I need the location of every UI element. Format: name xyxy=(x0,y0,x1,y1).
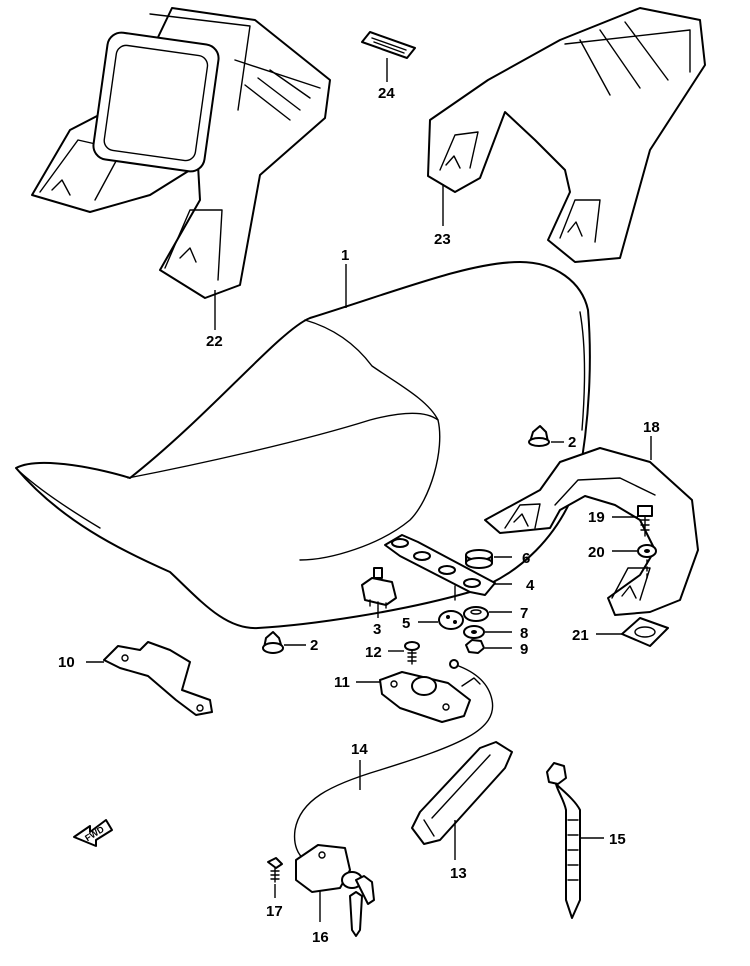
part-14-cable xyxy=(293,659,494,861)
part-2-grommet-lower xyxy=(262,631,284,654)
callout-7: 7 xyxy=(520,605,528,622)
part-21-gasket xyxy=(621,617,669,647)
fwd-arrow-icon: FWD xyxy=(73,819,113,847)
part-18-grab-rail xyxy=(484,447,699,616)
callout-11: 11 xyxy=(334,674,350,691)
part-13-holder xyxy=(411,741,513,845)
part-16-lock-keys xyxy=(295,844,375,937)
callout-20: 20 xyxy=(588,544,605,561)
part-15-cable-tie xyxy=(546,762,581,919)
callout-21: 21 xyxy=(572,627,589,644)
callout-18: 18 xyxy=(643,419,660,436)
callout-2-lower: 2 xyxy=(310,637,318,654)
callout-labels: 1 2 2 3 4 5 6 7 8 9 10 11 12 13 14 15 16… xyxy=(58,85,660,946)
part-19-bolt xyxy=(637,505,653,537)
part-23-rear-rack xyxy=(427,7,706,263)
callout-6: 6 xyxy=(522,550,530,567)
part-17-screw xyxy=(267,857,283,883)
callout-9: 9 xyxy=(520,641,528,658)
callout-4: 4 xyxy=(526,577,535,594)
part-12-screw xyxy=(404,641,420,665)
part-11-seat-lock xyxy=(379,671,481,723)
callout-13: 13 xyxy=(450,865,467,882)
callout-5: 5 xyxy=(402,615,410,632)
part-8-washer xyxy=(463,625,485,639)
callout-8: 8 xyxy=(520,625,528,642)
part-9-nut xyxy=(465,639,485,654)
callout-3: 3 xyxy=(373,621,381,638)
part-3-switch xyxy=(361,567,397,609)
callout-22: 22 xyxy=(206,333,223,350)
callout-24: 24 xyxy=(378,85,395,102)
part-20-washer xyxy=(637,544,657,581)
part-24-label xyxy=(361,31,416,59)
part-4-bracket-plate xyxy=(384,534,496,601)
callout-15: 15 xyxy=(609,831,626,848)
callout-17: 17 xyxy=(266,903,283,920)
leader-lines xyxy=(86,58,652,922)
part-2-grommet-upper xyxy=(528,425,550,447)
part-22-backrest-rack xyxy=(31,7,331,299)
callout-10: 10 xyxy=(58,654,75,671)
callout-12: 12 xyxy=(365,644,382,661)
callout-16: 16 xyxy=(312,929,329,946)
part-6-rubber xyxy=(465,549,493,569)
callout-19: 19 xyxy=(588,509,605,526)
callout-14: 14 xyxy=(351,741,368,758)
callout-1: 1 xyxy=(341,247,349,264)
callout-2-upper: 2 xyxy=(568,434,576,451)
part-7-rubber xyxy=(463,606,489,622)
part-1-seat xyxy=(15,261,591,630)
callout-23: 23 xyxy=(434,231,451,248)
part-5-damper xyxy=(438,610,464,630)
part-10-bracket xyxy=(103,641,213,716)
